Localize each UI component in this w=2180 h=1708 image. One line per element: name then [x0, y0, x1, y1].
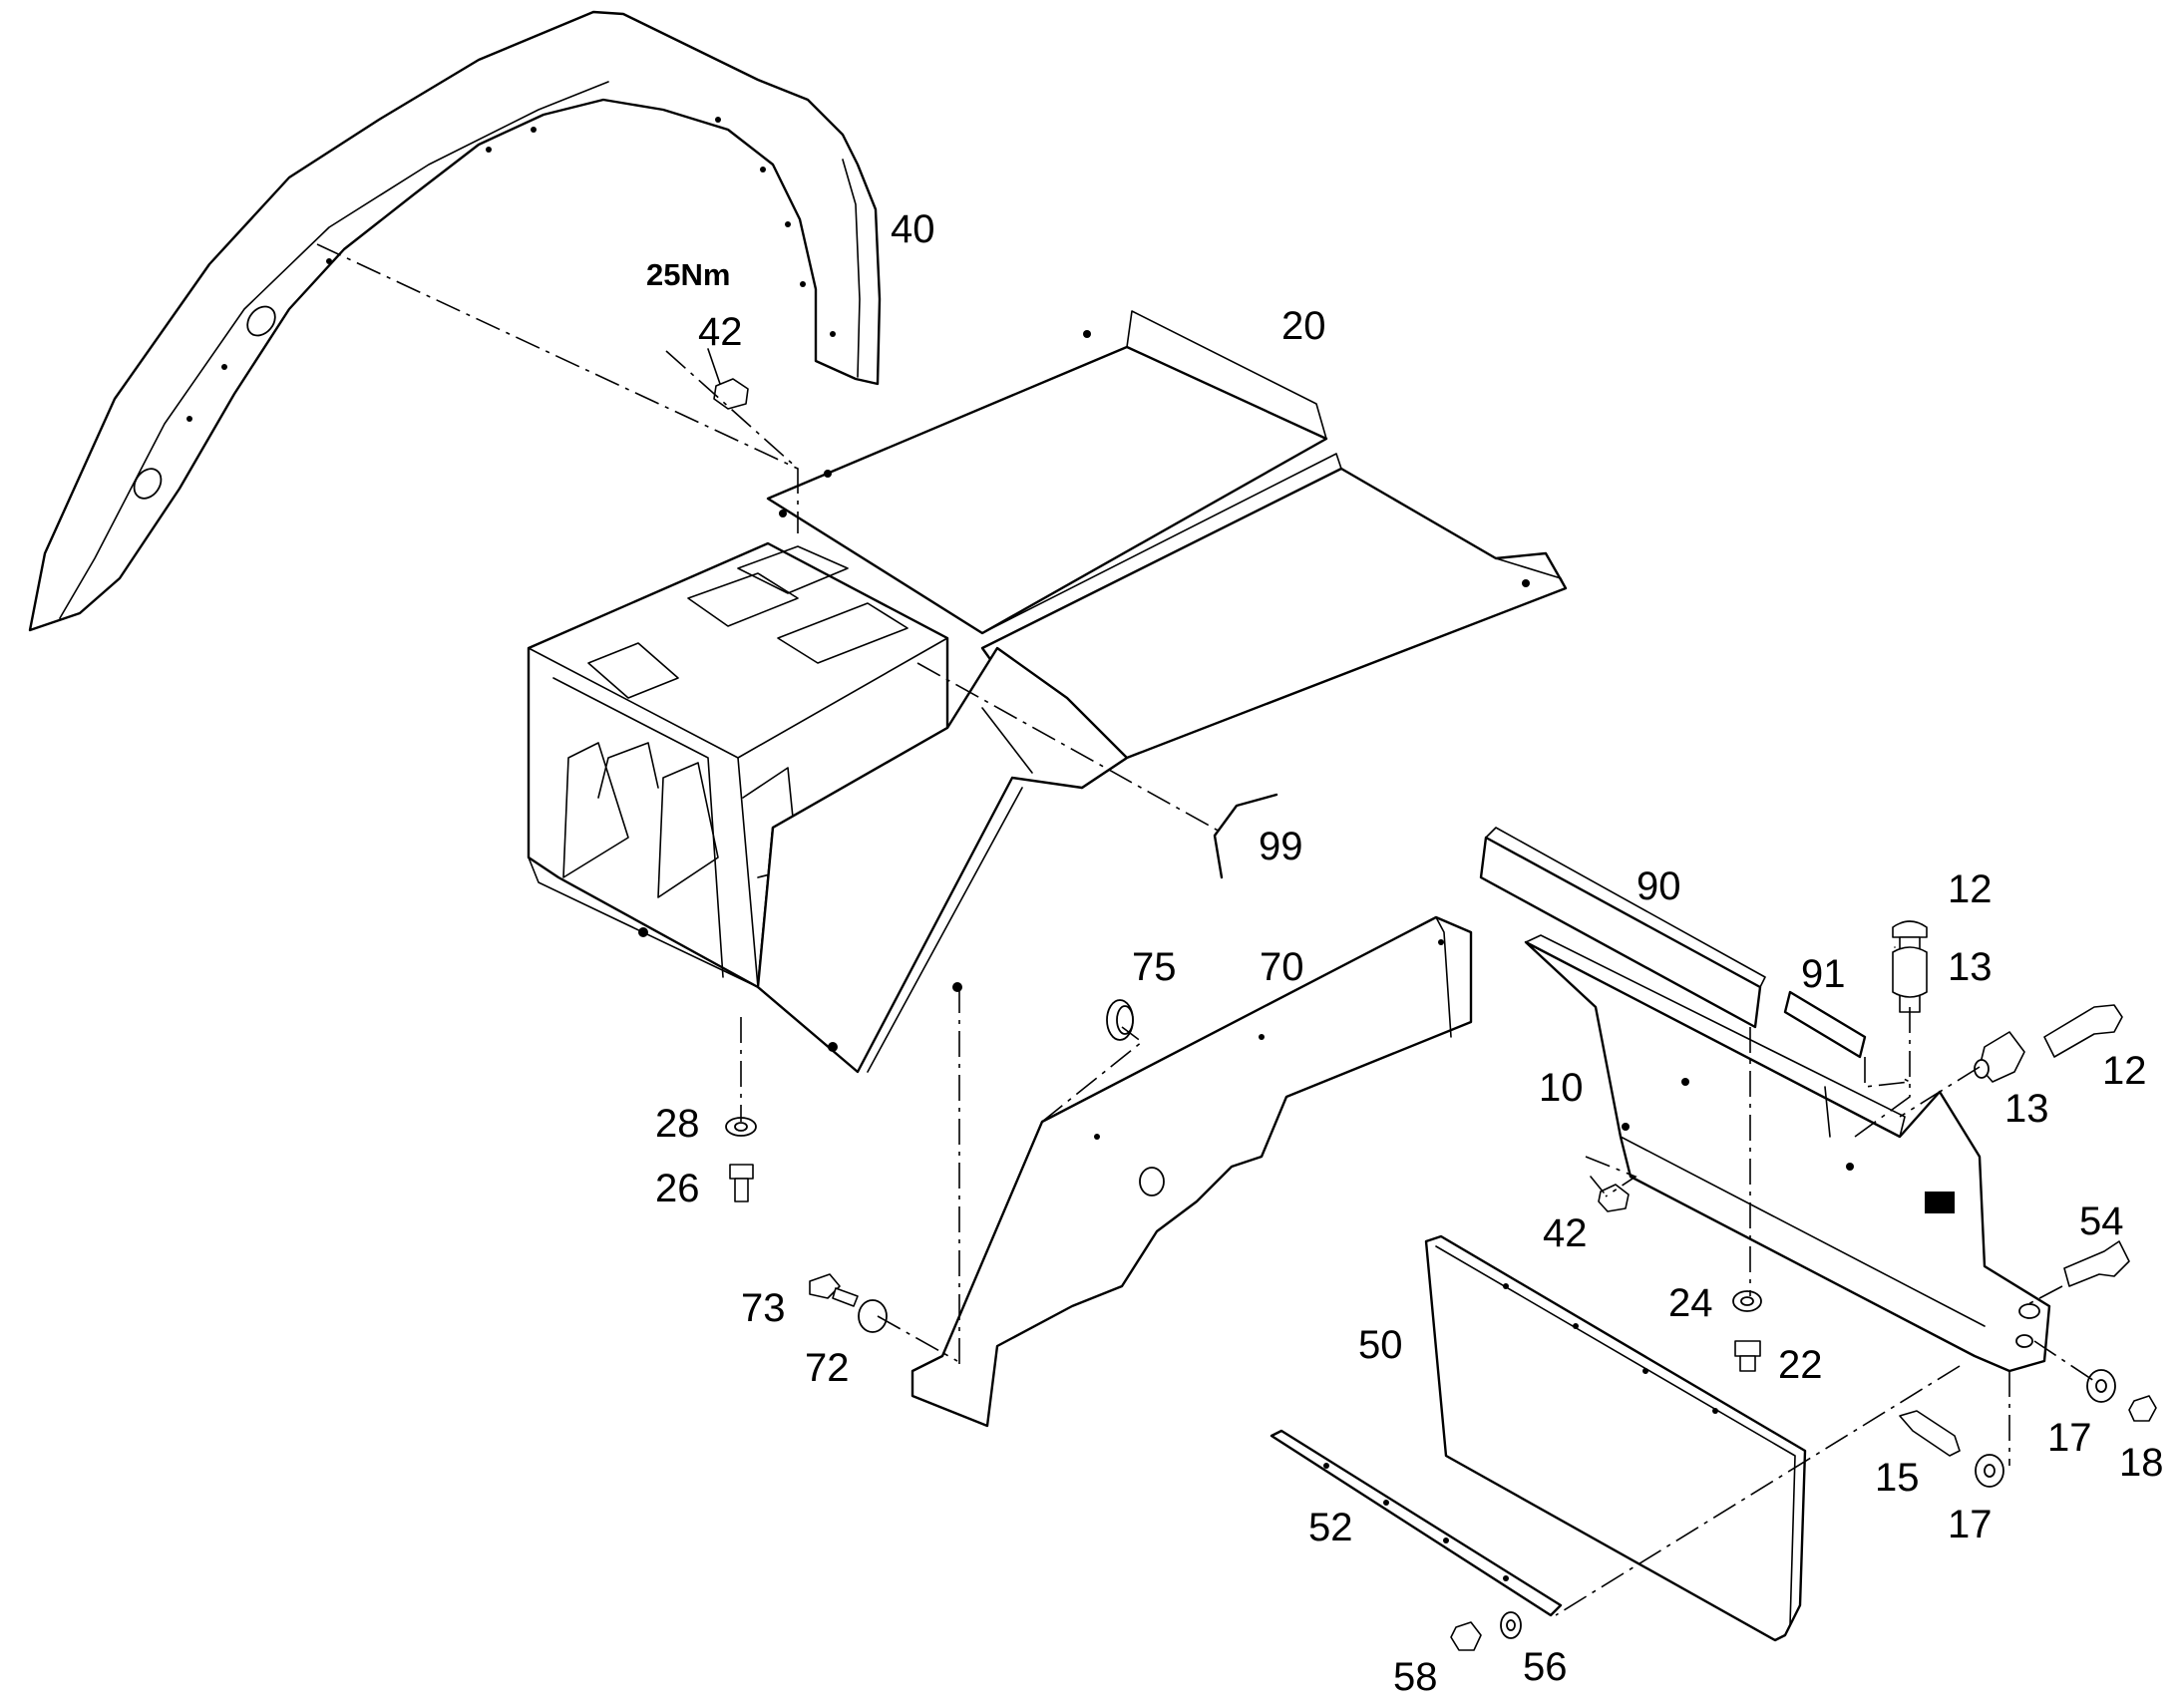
callout-54: 54: [2079, 1199, 2124, 1243]
part-75-grommet: [1106, 999, 1134, 1041]
part-70-side-panel: [910, 915, 1473, 1428]
callout-17b: 17: [1948, 1503, 1993, 1546]
assembly-lines: [316, 243, 2095, 1616]
part-90-strip: [1479, 827, 1766, 1029]
callout-13a: 13: [1948, 945, 1993, 989]
callout-73: 73: [741, 1286, 786, 1330]
part-99-clip: [1213, 793, 1278, 879]
callout-58: 58: [1393, 1655, 1438, 1699]
callout-40: 40: [891, 207, 935, 251]
part-91-label: [1783, 990, 1867, 1059]
callout-18: 18: [2119, 1441, 2164, 1485]
callout-42a: 42: [698, 310, 743, 354]
callout-17a: 17: [2047, 1416, 2092, 1460]
callout-20: 20: [1281, 304, 1326, 348]
callout-90: 90: [1636, 864, 1681, 908]
part-20-main-frame: [527, 310, 1568, 1074]
callout-91: 91: [1801, 952, 1846, 996]
callout-24: 24: [1668, 1281, 1713, 1325]
part-52-strap: [1270, 1429, 1563, 1617]
callout-56: 56: [1523, 1645, 1568, 1689]
callout-22: 22: [1778, 1343, 1823, 1387]
fasteners: [707, 348, 2157, 1651]
callout-75: 75: [1132, 945, 1177, 989]
callout-99: 99: [1259, 825, 1303, 868]
callout-50: 50: [1358, 1323, 1403, 1367]
callout-12a: 12: [1948, 867, 1993, 911]
part-40-fender: [28, 10, 882, 632]
callout-52: 52: [1308, 1506, 1353, 1549]
callout-42b: 42: [1543, 1211, 1588, 1255]
callout-12b: 12: [2102, 1049, 2147, 1093]
callout-13b: 13: [2004, 1087, 2049, 1131]
callout-28: 28: [655, 1102, 700, 1146]
callout-72: 72: [805, 1346, 850, 1390]
callout-15: 15: [1875, 1456, 1920, 1500]
torque-note: 25Nm: [646, 257, 730, 292]
callout-10: 10: [1539, 1066, 1584, 1110]
callout-70: 70: [1260, 945, 1304, 989]
part-50-mud-flap: [1424, 1234, 1807, 1642]
callout-26: 26: [655, 1167, 700, 1210]
callouts: 25Nm 40 42 20 99 90 12 13 91 75 70 12 10…: [646, 207, 2164, 1699]
